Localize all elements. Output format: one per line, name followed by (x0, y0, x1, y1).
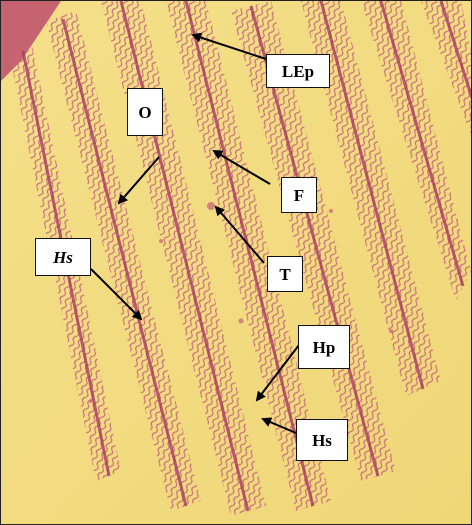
label-o: O (127, 88, 163, 136)
label-f: F (281, 177, 317, 213)
label-hs-left-text: Hs (53, 247, 73, 267)
label-hp: Hp (298, 325, 350, 369)
label-hs-left: Hs (35, 238, 91, 276)
label-t: T (267, 256, 303, 292)
label-hs-right: Hs (296, 419, 348, 461)
label-lep: LEp (266, 54, 330, 88)
